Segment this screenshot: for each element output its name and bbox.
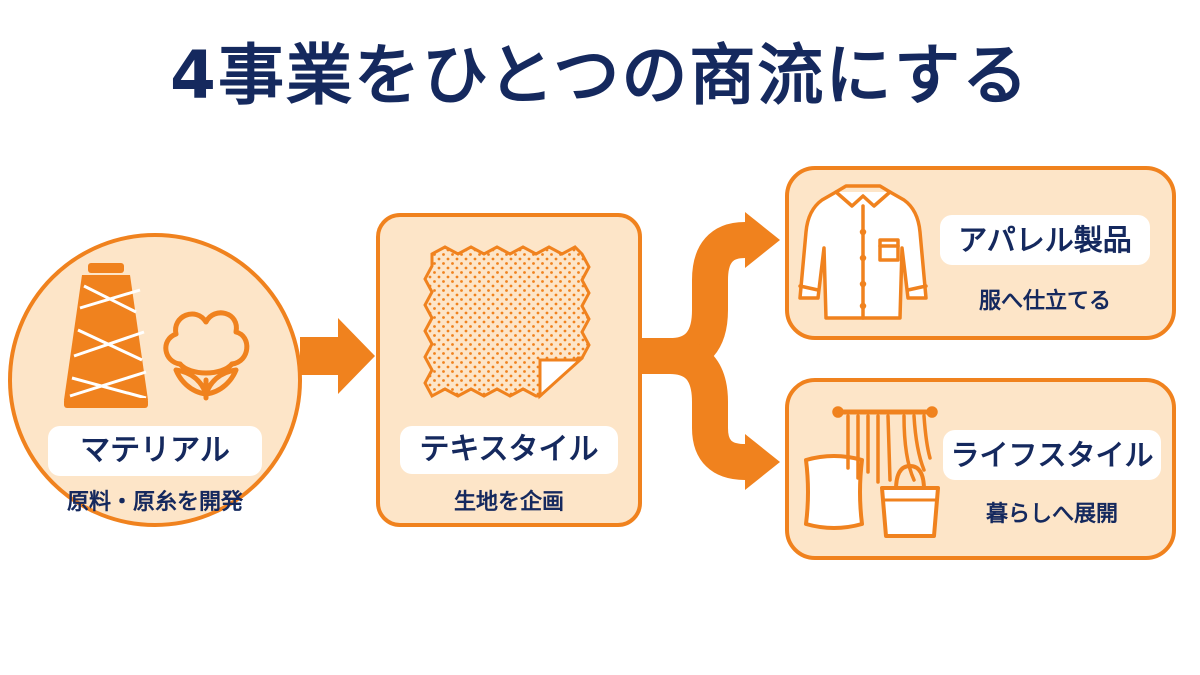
shirt-icon	[798, 184, 928, 320]
pillow-icon	[804, 454, 864, 530]
thread-cone-icon	[64, 263, 148, 408]
branch-arrow	[640, 212, 780, 490]
textile-label: テキスタイル	[400, 426, 618, 474]
page-title: 4事業をひとつの商流にする	[170, 37, 1030, 114]
tote-bag-icon	[880, 463, 940, 538]
fabric-swatch-icon	[423, 245, 591, 400]
textile-sub: 生地を企画	[453, 490, 564, 515]
lifestyle-label: ライフスタイル	[943, 430, 1161, 480]
curtain-icon	[832, 406, 938, 484]
apparel-sub: 服へ仕立てる	[978, 289, 1111, 314]
apparel-label: アパレル製品	[940, 215, 1150, 265]
material-label: マテリアル	[48, 426, 262, 476]
material-node	[8, 233, 302, 527]
material-sub: 原料・原糸を開発	[66, 490, 243, 515]
lifestyle-sub: 暮らしへ展開	[985, 502, 1118, 527]
cotton-flower-icon	[163, 310, 250, 401]
arrow-material-to-textile	[300, 318, 375, 394]
